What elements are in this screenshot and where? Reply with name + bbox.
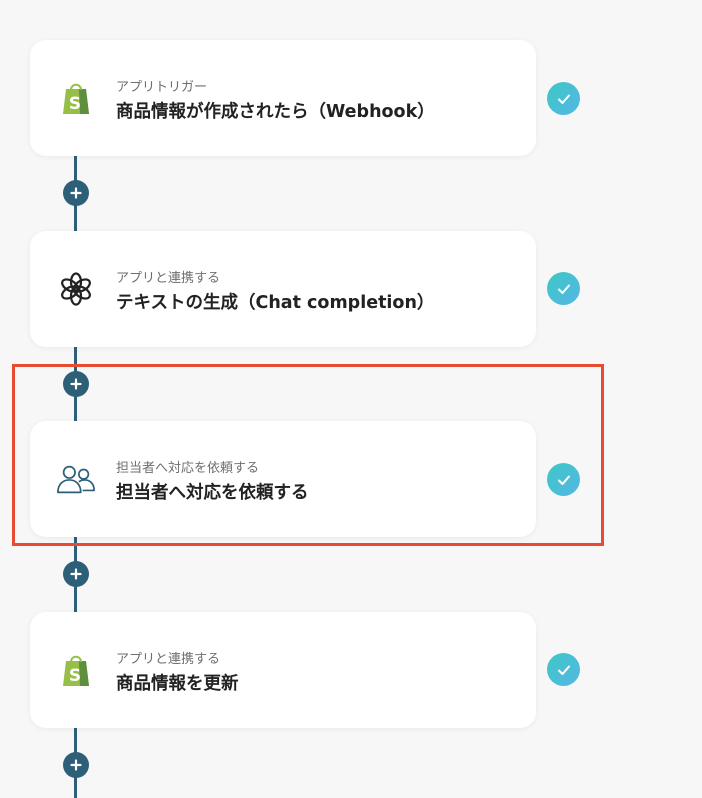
check-icon xyxy=(547,653,580,686)
step-title: 担当者へ対応を依頼する xyxy=(116,483,309,503)
plus-icon xyxy=(70,568,82,580)
plus-icon xyxy=(70,378,82,390)
add-step-button[interactable] xyxy=(63,752,89,778)
step-subtitle: アプリと連携する xyxy=(116,271,221,286)
step-subtitle: 担当者へ対応を依頼する xyxy=(116,461,260,476)
plus-icon xyxy=(70,759,82,771)
step-title: テキストの生成（Chat completion） xyxy=(116,293,435,313)
step-card-update-product[interactable]: S アプリと連携する 商品情報を更新 xyxy=(30,612,536,728)
svg-text:S: S xyxy=(69,94,81,114)
step-title: 商品情報を更新 xyxy=(116,674,239,694)
people-icon xyxy=(56,459,96,499)
step-subtitle: アプリと連携する xyxy=(116,652,221,667)
step-card-product-created-trigger[interactable]: S アプリトリガー 商品情報が作成されたら（Webhook） xyxy=(30,40,536,156)
shopify-icon: S xyxy=(56,650,96,690)
openai-icon xyxy=(56,269,96,309)
step-card-text-generation[interactable]: アプリと連携する テキストの生成（Chat completion） xyxy=(30,231,536,347)
add-step-button[interactable] xyxy=(63,180,89,206)
step-title: 商品情報が作成されたら（Webhook） xyxy=(116,102,435,122)
step-card-assign-request[interactable]: 担当者へ対応を依頼する 担当者へ対応を依頼する xyxy=(30,421,536,537)
add-step-button[interactable] xyxy=(63,371,89,397)
plus-icon xyxy=(70,187,82,199)
svg-text:S: S xyxy=(69,666,81,686)
shopify-icon: S xyxy=(56,78,96,118)
add-step-button[interactable] xyxy=(63,561,89,587)
step-subtitle: アプリトリガー xyxy=(116,80,208,95)
check-icon xyxy=(547,463,580,496)
check-icon xyxy=(547,272,580,305)
check-icon xyxy=(547,82,580,115)
